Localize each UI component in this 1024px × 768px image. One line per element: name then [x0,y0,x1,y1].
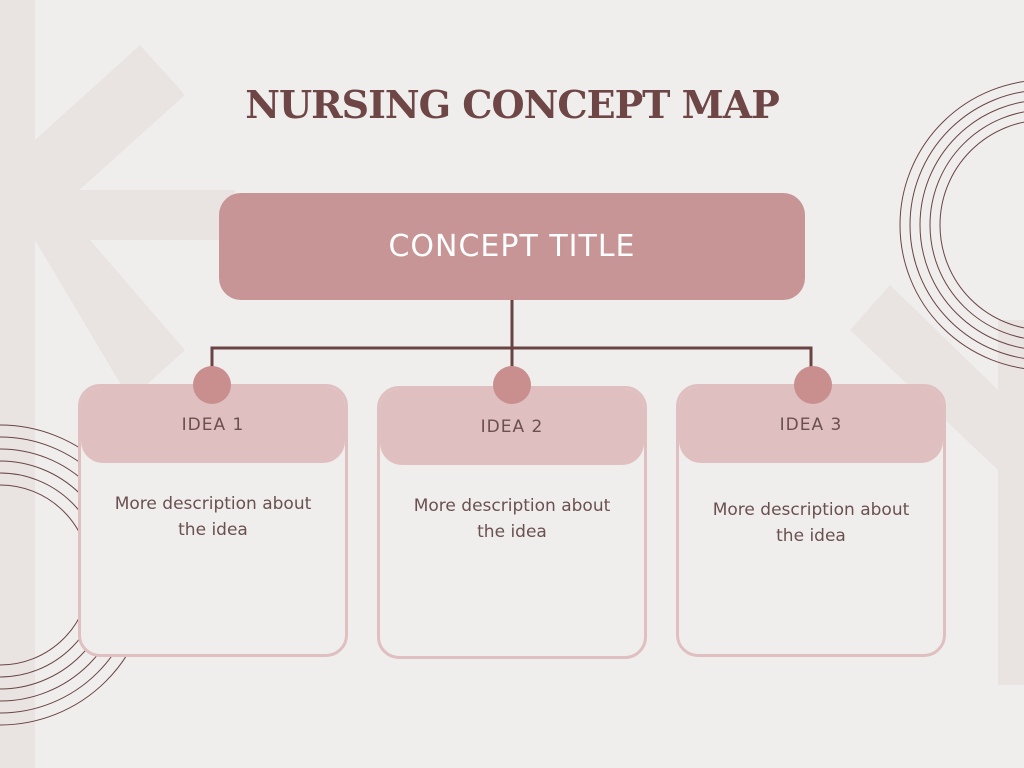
connector-node-2 [493,366,531,404]
background-k-arm [35,45,185,230]
idea-description: More description about the idea [712,500,910,546]
background-k-bar [35,190,235,240]
background-k-leg [35,240,185,400]
idea-card-1: IDEA 1 More description about the idea [78,384,348,657]
idea-description: More description about the idea [114,494,312,540]
concept-title: CONCEPT TITLE [388,229,636,264]
concentric-arcs-right [899,81,1024,369]
concept-title-box: CONCEPT TITLE [219,193,805,300]
idea-card-2: IDEA 2 More description about the idea [377,386,647,659]
page-title: NURSING CONCEPT MAP [245,82,780,127]
idea-card-3: IDEA 3 More description about the idea [676,384,946,657]
idea-description: More description about the idea [413,496,611,542]
background-k2-arm [850,285,998,470]
background-k-stem [0,0,35,768]
idea-label: IDEA 3 [779,415,843,435]
connector-lines [210,300,813,370]
connector-node-3 [794,366,832,404]
idea-label: IDEA 2 [480,417,544,437]
connector-node-1 [193,366,231,404]
background-k2-stem [998,320,1024,685]
idea-header: IDEA 2 [380,389,644,465]
idea-label: IDEA 1 [181,415,245,435]
